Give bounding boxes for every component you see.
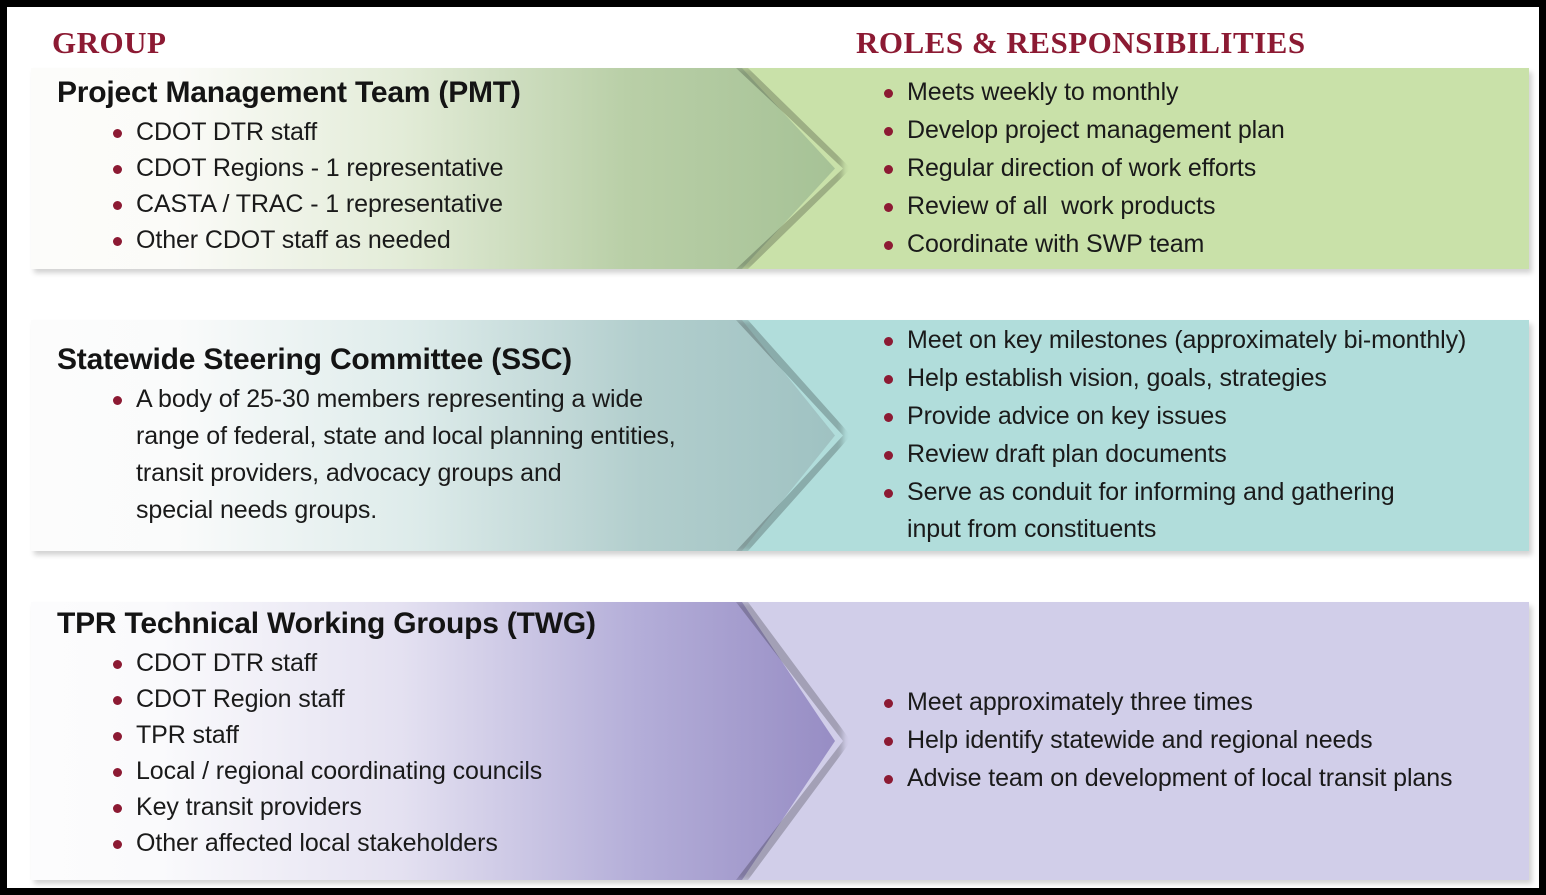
chevron-arrow-shape xyxy=(31,602,835,880)
column-header-group: GROUP xyxy=(52,25,167,60)
list-item: Other affected local stakeholders xyxy=(110,825,747,861)
list-item: Other CDOT staff as needed xyxy=(110,222,747,258)
row-statewide-steering-committee: Statewide Steering Committee (SSC) A bod… xyxy=(31,320,1529,551)
list-item: Regular direction of work efforts xyxy=(881,150,1519,187)
list-item: Advise team on development of local tran… xyxy=(881,760,1519,797)
list-item: Help identify statewide and regional nee… xyxy=(881,722,1519,759)
roles-list: Meet on key milestones (approximately bi… xyxy=(881,322,1519,549)
list-item: CASTA / TRAC - 1 representative xyxy=(110,186,747,222)
list-item: A body of 25-30 members representing a w… xyxy=(110,381,747,529)
roles-column: Meets weekly to monthly Develop project … xyxy=(859,68,1529,269)
group-title: Statewide Steering Committee (SSC) xyxy=(57,342,572,376)
roles-column: Meet approximately three times Help iden… xyxy=(859,602,1529,880)
list-item: Local / regional coordinating councils xyxy=(110,753,747,789)
roles-list: Meet approximately three times Help iden… xyxy=(881,684,1519,798)
group-member-list: CDOT DTR staff CDOT Regions - 1 represen… xyxy=(57,114,747,258)
column-header-roles-responsibilities: ROLES & RESPONSIBILITIES xyxy=(856,25,1306,60)
list-item: CDOT Region staff xyxy=(110,681,747,717)
group-member-list: A body of 25-30 members representing a w… xyxy=(57,381,747,529)
list-item: Coordinate with SWP team xyxy=(881,226,1519,263)
list-item: Provide advice on key issues xyxy=(881,398,1519,435)
roles-column: Meet on key milestones (approximately bi… xyxy=(859,320,1529,551)
row-tpr-technical-working-groups: TPR Technical Working Groups (TWG) CDOT … xyxy=(31,602,1529,880)
list-item: CDOT DTR staff xyxy=(110,645,747,681)
list-item: Meet on key milestones (approximately bi… xyxy=(881,322,1519,359)
roles-list: Meets weekly to monthly Develop project … xyxy=(881,74,1519,264)
list-item: Meet approximately three times xyxy=(881,684,1519,721)
row-project-management-team: Project Management Team (PMT) CDOT DTR s… xyxy=(31,68,1529,269)
column-headers: GROUP ROLES & RESPONSIBILITIES xyxy=(7,7,1539,63)
list-item: TPR staff xyxy=(110,717,747,753)
list-item: CDOT DTR staff xyxy=(110,114,747,150)
group-column: Project Management Team (PMT) CDOT DTR s… xyxy=(31,68,761,269)
list-item: Review draft plan documents xyxy=(881,436,1519,473)
group-title: Project Management Team (PMT) xyxy=(57,76,521,109)
list-item: CDOT Regions - 1 representative xyxy=(110,150,747,186)
group-column: Statewide Steering Committee (SSC) A bod… xyxy=(31,320,761,551)
group-member-list: CDOT DTR staff CDOT Region staff TPR sta… xyxy=(57,645,747,861)
chevron-arrow-shape xyxy=(31,68,835,269)
group-title: TPR Technical Working Groups (TWG) xyxy=(57,607,596,640)
chevron-arrow-shape xyxy=(31,320,835,551)
list-item: Review of all work products xyxy=(881,188,1519,225)
group-column: TPR Technical Working Groups (TWG) CDOT … xyxy=(31,602,761,880)
list-item: Serve as conduit for informing and gathe… xyxy=(881,474,1519,548)
list-item: Help establish vision, goals, strategies xyxy=(881,360,1519,397)
list-item: Meets weekly to monthly xyxy=(881,74,1519,111)
list-item: Develop project management plan xyxy=(881,112,1519,149)
list-item: Key transit providers xyxy=(110,789,747,825)
